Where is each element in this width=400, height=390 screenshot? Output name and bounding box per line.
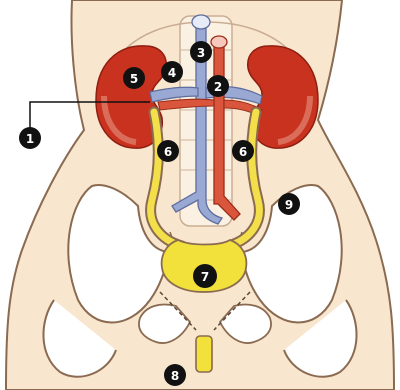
marker-6-right: 6	[232, 140, 254, 162]
marker-2-label: 2	[214, 80, 222, 94]
marker-3-label: 3	[197, 46, 205, 60]
marker-4-label: 4	[168, 66, 176, 80]
marker-8-label: 8	[171, 369, 179, 383]
marker-6-right-label: 6	[239, 145, 247, 159]
marker-7: 7	[193, 264, 217, 288]
marker-3: 3	[190, 41, 212, 63]
marker-5: 5	[123, 67, 145, 89]
marker-7-label: 7	[201, 270, 209, 284]
marker-6-left-label: 6	[164, 145, 172, 159]
marker-4: 4	[161, 61, 183, 83]
urethra	[196, 336, 212, 372]
marker-9: 9	[278, 193, 300, 215]
marker-2: 2	[207, 75, 229, 97]
marker-9-label: 9	[285, 198, 293, 212]
marker-8: 8	[164, 364, 186, 386]
marker-6-left: 6	[157, 140, 179, 162]
marker-1: 1	[19, 127, 41, 149]
marker-1-label: 1	[26, 132, 34, 146]
marker-5-label: 5	[130, 72, 138, 86]
